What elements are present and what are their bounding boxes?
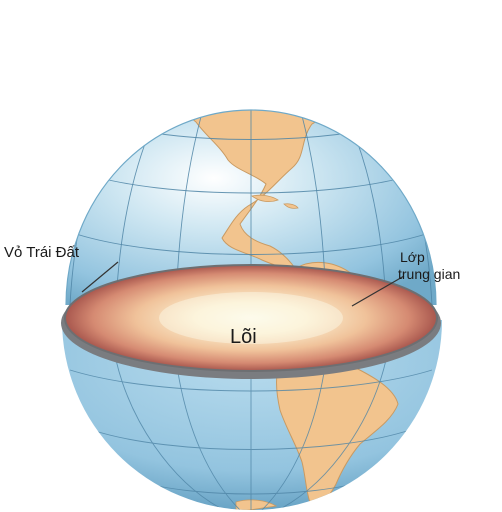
crust-label: Vỏ Trái Đất — [4, 244, 80, 261]
crust-leader-line — [81, 261, 119, 293]
north-america-land — [119, 110, 332, 278]
upper-hemisphere — [65, 25, 437, 306]
south-america-land — [276, 355, 399, 509]
mantle-layer — [64, 264, 438, 372]
mantle-label-line1: Lớp — [400, 249, 425, 265]
core-label: Lõi — [230, 326, 257, 348]
greenland-land — [262, 25, 322, 53]
annotation-lines — [81, 261, 405, 307]
mantle-leader-line — [351, 275, 405, 307]
mantle-label-line2: trung gian — [398, 266, 460, 282]
core-glow — [159, 292, 343, 344]
cross-section — [61, 264, 441, 379]
